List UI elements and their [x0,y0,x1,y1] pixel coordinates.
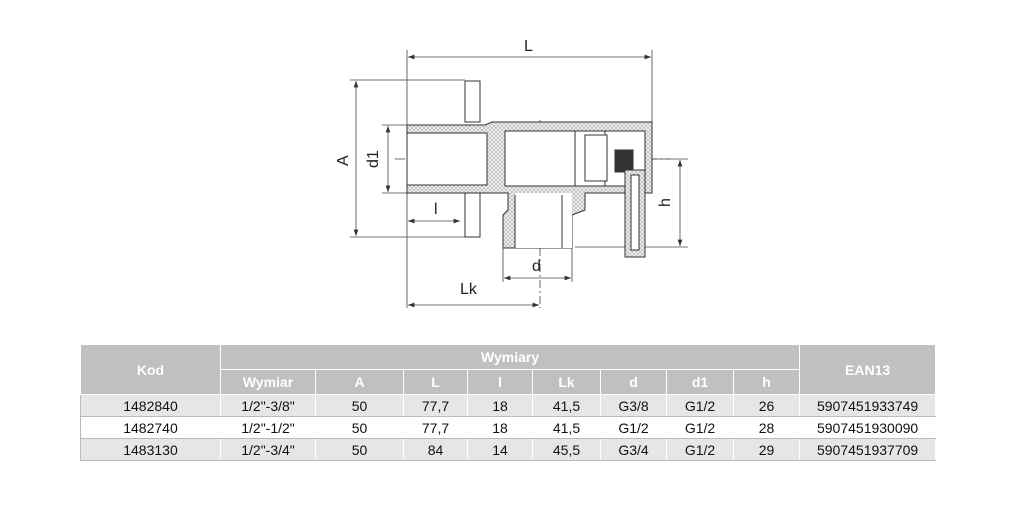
table-cell: G1/2 [666,416,734,439]
dimensions-table: Kod Wymiary EAN13 Wymiar A L l Lk d d1 h… [80,344,937,461]
header-wymiary: Wymiary [219,344,801,370]
table-cell: 77,7 [403,416,468,439]
table-cell: 45,5 [532,438,601,461]
table-cell: 14 [467,438,533,461]
table-cell: 50 [315,438,404,461]
table-cell: 28 [732,416,801,439]
subheader: A [315,369,404,395]
label-L: L [524,38,533,55]
table-cell: 41,5 [532,416,601,439]
subheader: L [403,369,468,395]
subheader: h [732,369,801,395]
table-cell: G1/2 [600,416,667,439]
table-cell: 1482740 [80,416,221,439]
table-cell: 26 [732,394,801,417]
table-cell: 1483130 [80,438,221,461]
table-cell: G3/4 [600,438,667,461]
label-Lk: Lk [460,281,478,298]
table-cell: 5907451937709 [799,438,937,461]
flange-bottom [464,192,481,238]
table-cell: 18 [467,394,533,417]
table-cell: 41,5 [532,394,601,417]
table-cell: G3/8 [600,394,667,417]
table-cell: 18 [467,416,533,439]
knob [614,149,634,173]
table-cell: 5907451930090 [799,416,937,439]
table-cell: 50 [315,416,404,439]
subheader: d1 [666,369,734,395]
subheader: l [467,369,533,395]
subheader: d [600,369,667,395]
label-d: d [532,258,541,275]
table-cell: 5907451933749 [799,394,937,417]
table-cell: 1482840 [80,394,221,417]
table-cell: 1/2"-3/4" [220,438,316,461]
table-cell: 84 [403,438,468,461]
label-d1: d1 [365,150,382,168]
table-cell: 77,7 [403,394,468,417]
table-cell: 1/2"-3/8" [220,394,316,417]
subheader: Lk [532,369,601,395]
table-cell: G1/2 [666,394,734,417]
valve-technical-drawing: L A d1 l d Lk h [335,38,688,308]
flange-top [464,80,481,123]
table-cell: G1/2 [666,438,734,461]
hex-nut [584,134,608,182]
header-kod: Kod [80,344,221,395]
label-h: h [657,198,674,207]
table-cell: 29 [732,438,801,461]
label-A: A [335,155,352,166]
subheader: Wymiar [220,369,316,395]
label-l: l [434,201,438,218]
table-cell: 50 [315,394,404,417]
table-cell: 1/2"-1/2" [220,416,316,439]
header-ean: EAN13 [799,344,937,395]
